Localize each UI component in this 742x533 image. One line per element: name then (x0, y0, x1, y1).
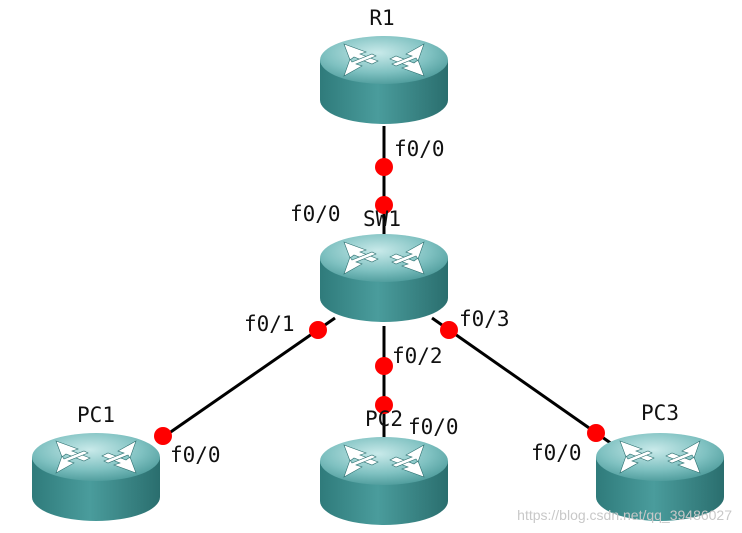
port-label-pc1: f0/0 (170, 443, 221, 467)
port-dots (154, 158, 605, 445)
port-label-sw1-f02: f0/2 (392, 344, 443, 368)
port-dot-pc3-f00[interactable] (587, 424, 605, 442)
port-dot-sw1-f02[interactable] (375, 357, 393, 375)
link-sw1-pc1[interactable] (161, 316, 336, 440)
watermark: https://blog.csdn.net/qq_39486027 (517, 507, 732, 523)
link-sw1-pc3[interactable] (431, 316, 613, 446)
pc-pc1[interactable] (31, 432, 161, 522)
port-label-pc2: f0/0 (408, 415, 459, 439)
port-dot-pc1-f00[interactable] (154, 427, 172, 445)
switch-sw1[interactable] (319, 233, 449, 323)
port-dot-sw1-f00[interactable] (375, 196, 393, 214)
router-icon (319, 35, 449, 125)
port-dot-sw1-f01[interactable] (309, 321, 327, 339)
port-label-sw1-f03: f0/3 (459, 307, 510, 331)
port-dot-sw1-f03[interactable] (440, 321, 458, 339)
port-label-pc3: f0/0 (531, 441, 582, 465)
device-label-sw1: SW1 (363, 207, 401, 231)
device-label-pc2: PC2 (365, 407, 403, 431)
router-icon (319, 436, 449, 526)
router-icon (319, 233, 449, 323)
pc-pc2[interactable] (319, 436, 449, 526)
port-dot-pc2-f00[interactable] (375, 396, 393, 414)
device-label-r1: R1 (369, 6, 394, 30)
port-label-sw1-f00: f0/0 (290, 202, 341, 226)
port-label-sw1-f01: f0/1 (244, 312, 295, 336)
device-label-pc3: PC3 (641, 401, 679, 425)
router-icon (31, 432, 161, 522)
router-r1[interactable] (319, 35, 449, 125)
port-label-r1: f0/0 (394, 137, 445, 161)
links (161, 126, 613, 446)
device-label-pc1: PC1 (77, 403, 115, 427)
port-dot-r1-f00[interactable] (375, 158, 393, 176)
